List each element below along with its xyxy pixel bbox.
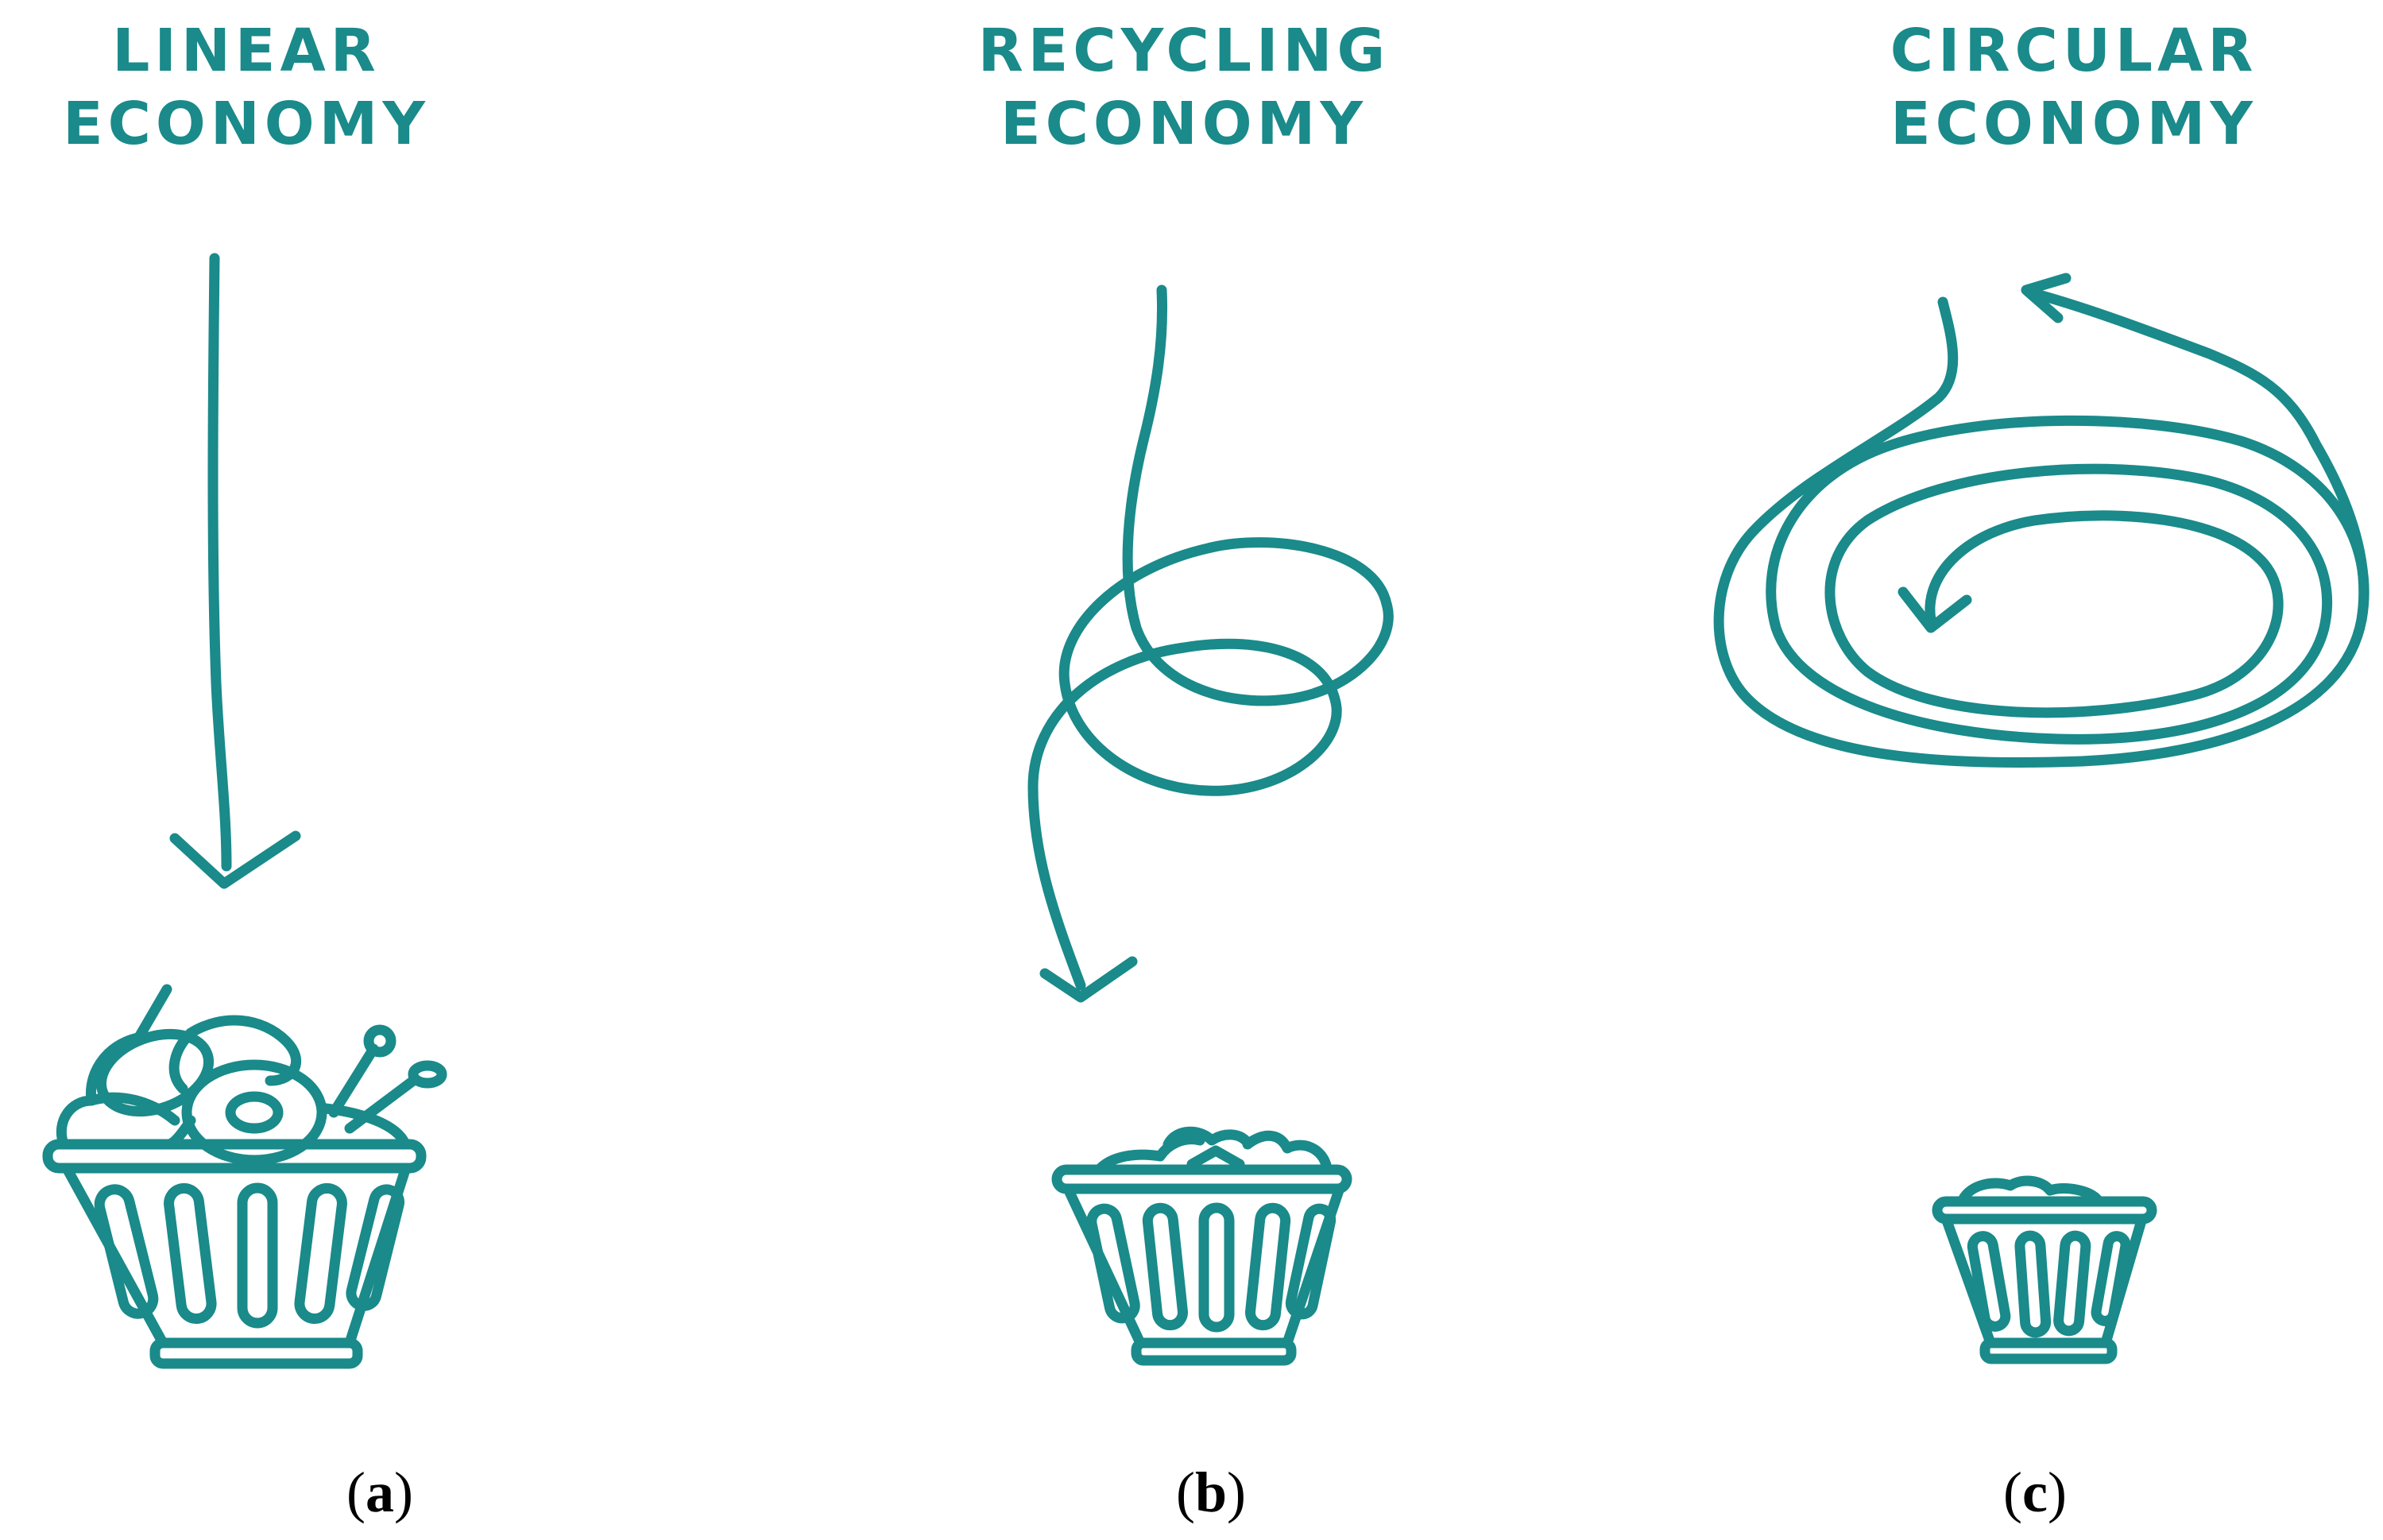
title-line-1: RECYCLING bbox=[977, 17, 1391, 85]
caption-letter: c bbox=[2022, 1461, 2048, 1524]
spiral-loop-arrow-icon bbox=[1713, 273, 2369, 768]
overflowing-trash-bin-icon bbox=[42, 984, 447, 1369]
half-full-trash-bin-icon bbox=[1051, 1126, 1352, 1366]
title-line-2: ECONOMY bbox=[63, 90, 430, 158]
caption-letter: b bbox=[1194, 1461, 1228, 1524]
caption-letter: a bbox=[366, 1461, 394, 1524]
panel-c-caption: (c) bbox=[2003, 1461, 2067, 1524]
panel-a-caption: (a) bbox=[346, 1461, 413, 1524]
panel-b-caption: (b) bbox=[1175, 1461, 1246, 1524]
small-trash-bin-icon bbox=[1932, 1175, 2157, 1364]
recycling-economy-title: RECYCLING ECONOMY bbox=[938, 14, 1430, 161]
straight-down-arrow-icon bbox=[169, 253, 301, 889]
title-line-1: CIRCULAR bbox=[1890, 17, 2258, 85]
circular-economy-title: CIRCULAR ECONOMY bbox=[1828, 14, 2320, 161]
linear-economy-title: LINEAR ECONOMY bbox=[0, 14, 493, 161]
looped-down-arrow-icon bbox=[1027, 284, 1394, 1003]
title-line-2: ECONOMY bbox=[1890, 90, 2257, 158]
title-line-1: LINEAR bbox=[112, 17, 381, 85]
title-line-2: ECONOMY bbox=[1000, 90, 1368, 158]
